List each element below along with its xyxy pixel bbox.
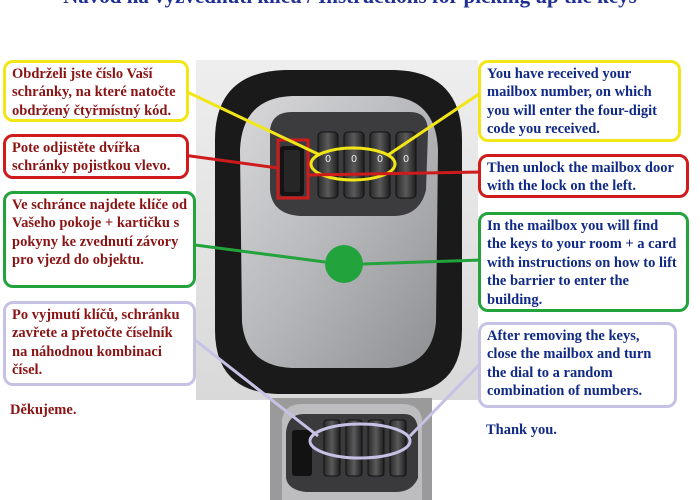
czech-step-4-box: Po vyjmutí klíčů, schránku zavřete a pře…	[3, 301, 196, 386]
svg-text:0: 0	[403, 154, 409, 165]
czech-step-2-box: Pote odjistěte dvířka schránky pojistkou…	[3, 134, 189, 179]
english-step-1-box: You have received your mailbox number, o…	[478, 60, 681, 142]
czech-step-4-text: Po vyjmutí klíčů, schránku zavřete a pře…	[12, 307, 180, 379]
english-step-2-text: Then unlock the mailbox door with the lo…	[487, 160, 674, 195]
czech-thanks: Děkujeme.	[10, 402, 77, 418]
svg-text:0: 0	[325, 154, 331, 165]
czech-step-1-box: Obdrželi jste číslo Vaší schránky, na kt…	[3, 60, 189, 122]
english-step-4-box: After removing the keys, close the mailb…	[478, 322, 677, 408]
svg-text:0: 0	[377, 154, 383, 165]
svg-text:0: 0	[351, 154, 357, 165]
czech-step-1-text: Obdrželi jste číslo Vaší schránky, na kt…	[12, 66, 176, 119]
czech-step-3-box: Ve schránce najdete klíče od Vašeho poko…	[3, 191, 196, 288]
czech-step-2-text: Pote odjistěte dvířka schránky pojistkou…	[12, 140, 171, 175]
english-step-1-text: You have received your mailbox number, o…	[487, 66, 657, 138]
czech-step-3-text: Ve schránce najdete klíče od Vašeho poko…	[12, 197, 188, 269]
english-step-4-text: After removing the keys, close the mailb…	[487, 328, 652, 400]
page-title: Návod na vyzvednutí klíčů / Instructions…	[0, 0, 700, 9]
english-thanks: Thank you.	[486, 422, 557, 438]
english-step-3-box: In the mailbox you will find the keys to…	[478, 212, 689, 312]
english-step-3-text: In the mailbox you will find the keys to…	[487, 218, 677, 308]
english-step-2-box: Then unlock the mailbox door with the lo…	[478, 154, 689, 198]
